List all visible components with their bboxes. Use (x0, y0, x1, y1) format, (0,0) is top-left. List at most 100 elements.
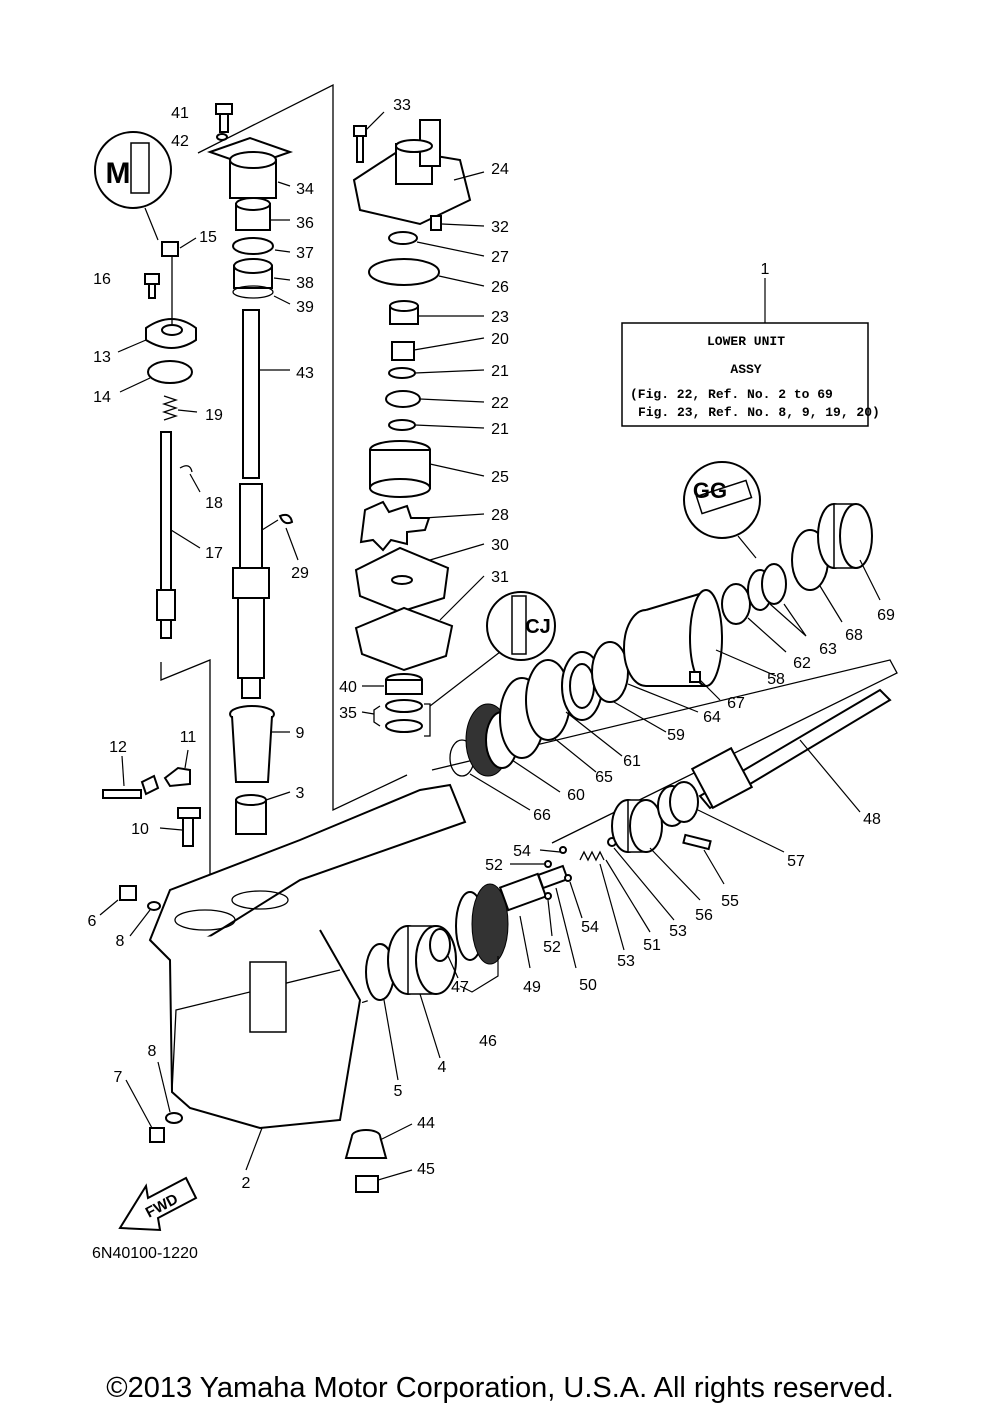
callout-56: 56 (695, 907, 713, 924)
box-title: LOWER UNIT (707, 334, 785, 349)
callout-54-lower: 54 (581, 919, 599, 936)
callout-1: 1 (761, 261, 770, 278)
callout-52-lower: 52 (543, 939, 561, 956)
callout-7: 7 (114, 1069, 123, 1086)
callout-37: 37 (296, 245, 314, 262)
callout-4: 4 (438, 1059, 447, 1076)
callout-52-upper: 52 (485, 857, 503, 874)
part-6-bolt (99, 885, 137, 916)
grease-m-mark: M (106, 157, 131, 190)
part-11-lever (163, 749, 191, 788)
callout-32: 32 (491, 219, 509, 236)
part-34-bearing-housing (206, 136, 294, 199)
part-28-impeller (359, 500, 485, 552)
callout-62: 62 (793, 655, 811, 672)
part-31-gasket (354, 575, 485, 672)
copyright-notice: ©2013 Yamaha Motor Corporation, U.S.A. A… (106, 1372, 894, 1404)
callout-12: 12 (109, 739, 127, 756)
callout-39: 39 (296, 299, 314, 316)
callout-41: 41 (171, 105, 189, 122)
callout-48: 48 (863, 811, 881, 828)
callout-34: 34 (296, 181, 314, 198)
callout-3: 3 (296, 785, 305, 802)
part-58-bearing-housing (623, 589, 777, 687)
callout-10: 10 (131, 821, 149, 838)
part-drive-shaft-lower (232, 483, 270, 699)
part-46-forward-gear (455, 883, 509, 993)
callout-8-lower: 8 (148, 1043, 157, 1060)
part-7-8-plug-and-gasket (125, 1061, 183, 1143)
callout-35: 35 (339, 705, 357, 722)
part-30-outer-plate (354, 543, 485, 614)
lubricant-callout-cj: CJ (429, 591, 556, 707)
callout-64: 64 (703, 709, 721, 726)
part-10-bolt (159, 807, 201, 847)
callout-30: 30 (491, 537, 509, 554)
callout-55: 55 (721, 893, 739, 910)
callout-53-upper: 53 (669, 923, 687, 940)
part-2-gear-case (148, 783, 467, 1171)
part-69-ring-nut (817, 503, 881, 601)
part-56-dog-clutch (611, 799, 701, 901)
callout-44: 44 (417, 1115, 435, 1132)
part-50-shift-plunger (537, 864, 577, 969)
callout-66: 66 (533, 807, 551, 824)
part-33-bolt (353, 111, 385, 163)
part-45-nut (355, 1169, 413, 1193)
callout-31: 31 (491, 569, 509, 586)
part-27-o-ring (388, 231, 485, 257)
callout-63: 63 (819, 641, 837, 658)
callout-18: 18 (205, 495, 223, 512)
callout-47: 47 (451, 979, 469, 996)
part-24-pump-housing (352, 119, 485, 226)
part-40-seal (362, 673, 423, 695)
callout-15: 15 (199, 229, 217, 246)
part-14-o-ring (119, 360, 193, 393)
callout-65: 65 (595, 769, 613, 786)
part-20-seal (391, 337, 485, 361)
part-5-shim (365, 943, 399, 1081)
lubricant-callout-m: M (94, 131, 172, 241)
reference-box: 1 LOWER UNIT ASSY (Fig. 22, Ref. No. 2 t… (621, 261, 880, 427)
part-55-cross-pin (682, 833, 725, 885)
part-35-oil-seals (361, 699, 431, 737)
callout-11: 11 (180, 729, 197, 746)
part-37-shim (232, 237, 291, 255)
part-47-bearing (429, 928, 459, 979)
callout-42: 42 (171, 133, 189, 150)
callout-61: 61 (623, 753, 641, 770)
callout-14: 14 (93, 389, 111, 406)
part-48-propeller-shaft (690, 688, 892, 813)
part-9-sleeve (229, 705, 290, 783)
callout-16: 16 (93, 271, 111, 288)
callout-57: 57 (787, 853, 805, 870)
part-41-42-bolt-and-washer (215, 103, 233, 141)
parts-51-54-small-balls-and-spring (510, 837, 675, 951)
callout-29: 29 (291, 565, 309, 582)
part-16-bolt (144, 273, 160, 299)
part-19-spring (161, 395, 198, 421)
part-67-key (689, 671, 721, 701)
callout-49: 49 (523, 979, 541, 996)
callout-22: 22 (491, 395, 509, 412)
callout-numbers: 2 3 4 5 6 7 8 8 9 10 11 12 13 14 15 16 1… (88, 97, 895, 1192)
diagram-code: 6N40100-1220 (92, 1245, 198, 1262)
part-26-gasket (368, 258, 485, 287)
fwd-arrow: FWD (118, 1176, 198, 1232)
part-25-pump-cartridge (369, 440, 485, 498)
callout-46: 46 (479, 1033, 497, 1050)
part-32-dowel (430, 215, 485, 231)
callout-36: 36 (296, 215, 314, 232)
callout-45: 45 (417, 1161, 435, 1178)
callout-50: 50 (579, 977, 597, 994)
part-8-washer-upper (129, 901, 161, 937)
callout-59: 59 (667, 727, 685, 744)
part-3-needle-bearing (235, 791, 291, 835)
grease-cj-mark: CJ (525, 616, 551, 638)
callout-68: 68 (845, 627, 863, 644)
callout-54-upper: 54 (513, 843, 531, 860)
callout-2: 2 (242, 1175, 251, 1192)
callout-43: 43 (296, 365, 314, 382)
part-43-drive-shaft-upper (242, 309, 290, 479)
